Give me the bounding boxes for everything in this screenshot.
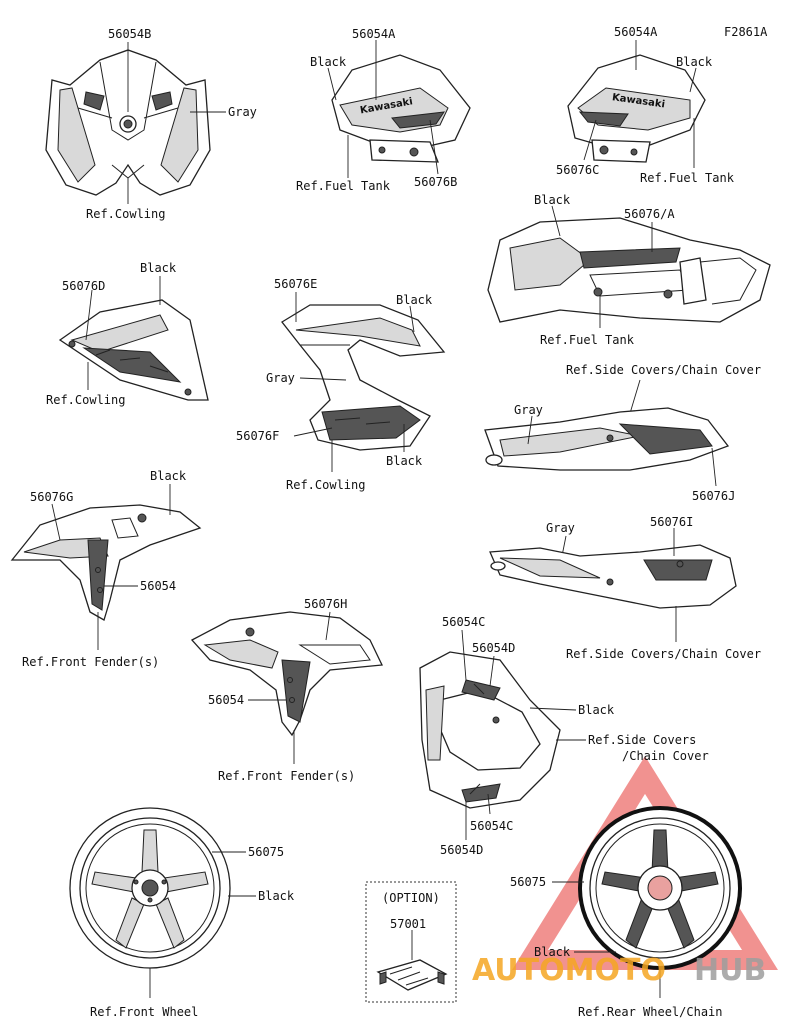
tank-side-illustration	[487, 217, 771, 323]
label-56054C-bottom: 56054C	[470, 819, 513, 833]
label-ref-fuel-tank-side: Ref.Fuel Tank	[540, 333, 635, 347]
watermark-text: AUTOMOTO HUB	[472, 953, 766, 988]
label-56076I: 56076I	[650, 515, 693, 529]
label-ref-front-fender-2: Ref.Front Fender(s)	[218, 769, 355, 783]
rear-wheel-illustration	[578, 806, 742, 970]
front-wheel-illustration	[69, 807, 231, 969]
fuel-tank-left-illustration: Kawasaki	[331, 54, 471, 163]
label-ref-fuel-tank-right-text: Ref.Fuel Tank	[640, 171, 735, 185]
label-56076A: 56076/A	[624, 207, 675, 221]
label-black-f: Black	[386, 454, 423, 468]
label-gray-e: Gray	[266, 371, 295, 385]
front-cowl-illustration	[45, 49, 211, 196]
label-ref-rear-wheel: Ref.Rear Wheel/Chain	[578, 1005, 723, 1019]
label-black-tail: Black	[578, 703, 615, 717]
label-56054B: 56054B	[108, 27, 151, 41]
watermark-part1: AUTOMOTO	[472, 953, 666, 988]
label-ref-front-fender-1: Ref.Front Fender(s)	[22, 655, 159, 669]
label-56075-front: 56075	[248, 845, 284, 859]
label-ref-side-covers-2: Ref.Side Covers/Chain Cover	[566, 647, 761, 661]
figure-code: F2861A	[724, 25, 768, 39]
label-ref-front-wheel: Ref.Front Wheel	[90, 1005, 198, 1019]
label-gray-j: Gray	[514, 403, 543, 417]
label-ref-cowling-1: Ref.Cowling	[86, 207, 165, 221]
label-56076J: 56076J	[692, 489, 735, 503]
shroud-e-illustration	[281, 304, 446, 451]
label-black-tank-right: Black	[676, 55, 713, 69]
label-ref-cowling-d: Ref.Cowling	[46, 393, 125, 407]
label-56075-rear: 56075	[510, 875, 546, 889]
label-56054-g: 56054	[140, 579, 176, 593]
option-box	[365, 881, 457, 1003]
label-black-g: Black	[150, 469, 187, 483]
label-black-e: Black	[396, 293, 433, 307]
label-56076B: 56076B	[414, 175, 457, 189]
label-56076D: 56076D	[62, 279, 105, 293]
label-option: (OPTION)	[382, 891, 440, 905]
label-56054D-top: 56054D	[472, 641, 515, 655]
label-56054-h: 56054	[208, 693, 244, 707]
option-part-illustration	[376, 959, 448, 991]
label-black-d: Black	[140, 261, 177, 275]
label-56076E: 56076E	[274, 277, 317, 291]
label-56054C-top: 56054C	[442, 615, 485, 629]
label-56054A-left: 56054A	[352, 27, 396, 41]
label-ref-cowling-f: Ref.Cowling	[286, 478, 365, 492]
shroud-d-illustration	[58, 299, 209, 401]
watermark-part2: HUB	[694, 953, 766, 988]
label-ref-side-covers-1: Ref.Side Covers/Chain Cover	[566, 363, 761, 377]
label-56076H: 56076H	[304, 597, 347, 611]
label-black-rw: Black	[534, 945, 571, 959]
tail-cowl-illustration	[419, 651, 561, 809]
label-56076G: 56076G	[30, 490, 73, 504]
label-ref-fuel-tank-left: Ref.Fuel Tank	[296, 179, 391, 193]
side-cover-i-illustration	[489, 544, 737, 609]
front-fender-g-illustration	[10, 504, 202, 621]
label-57001: 57001	[390, 917, 426, 931]
label-56054D-bottom: 56054D	[440, 843, 483, 857]
label-ref-side-covers-3b: /Chain Cover	[622, 749, 709, 763]
label-56076F: 56076F	[236, 429, 279, 443]
label-56054A-right: 56054A	[614, 25, 658, 39]
label-black-fw: Black	[258, 889, 295, 903]
fuel-tank-right-illustration: Kawasaki	[567, 54, 706, 163]
side-cover-j-illustration	[484, 407, 730, 471]
label-black-tank-left: Black	[310, 55, 347, 69]
label-56076C: 56076C	[556, 163, 599, 177]
front-fender-h-illustration	[190, 611, 383, 737]
label-gray-i: Gray	[546, 521, 575, 535]
label-black-tank-side: Black	[534, 193, 571, 207]
label-gray-cowl: Gray	[228, 105, 257, 119]
label-ref-side-covers-3a: Ref.Side Covers	[588, 733, 696, 747]
